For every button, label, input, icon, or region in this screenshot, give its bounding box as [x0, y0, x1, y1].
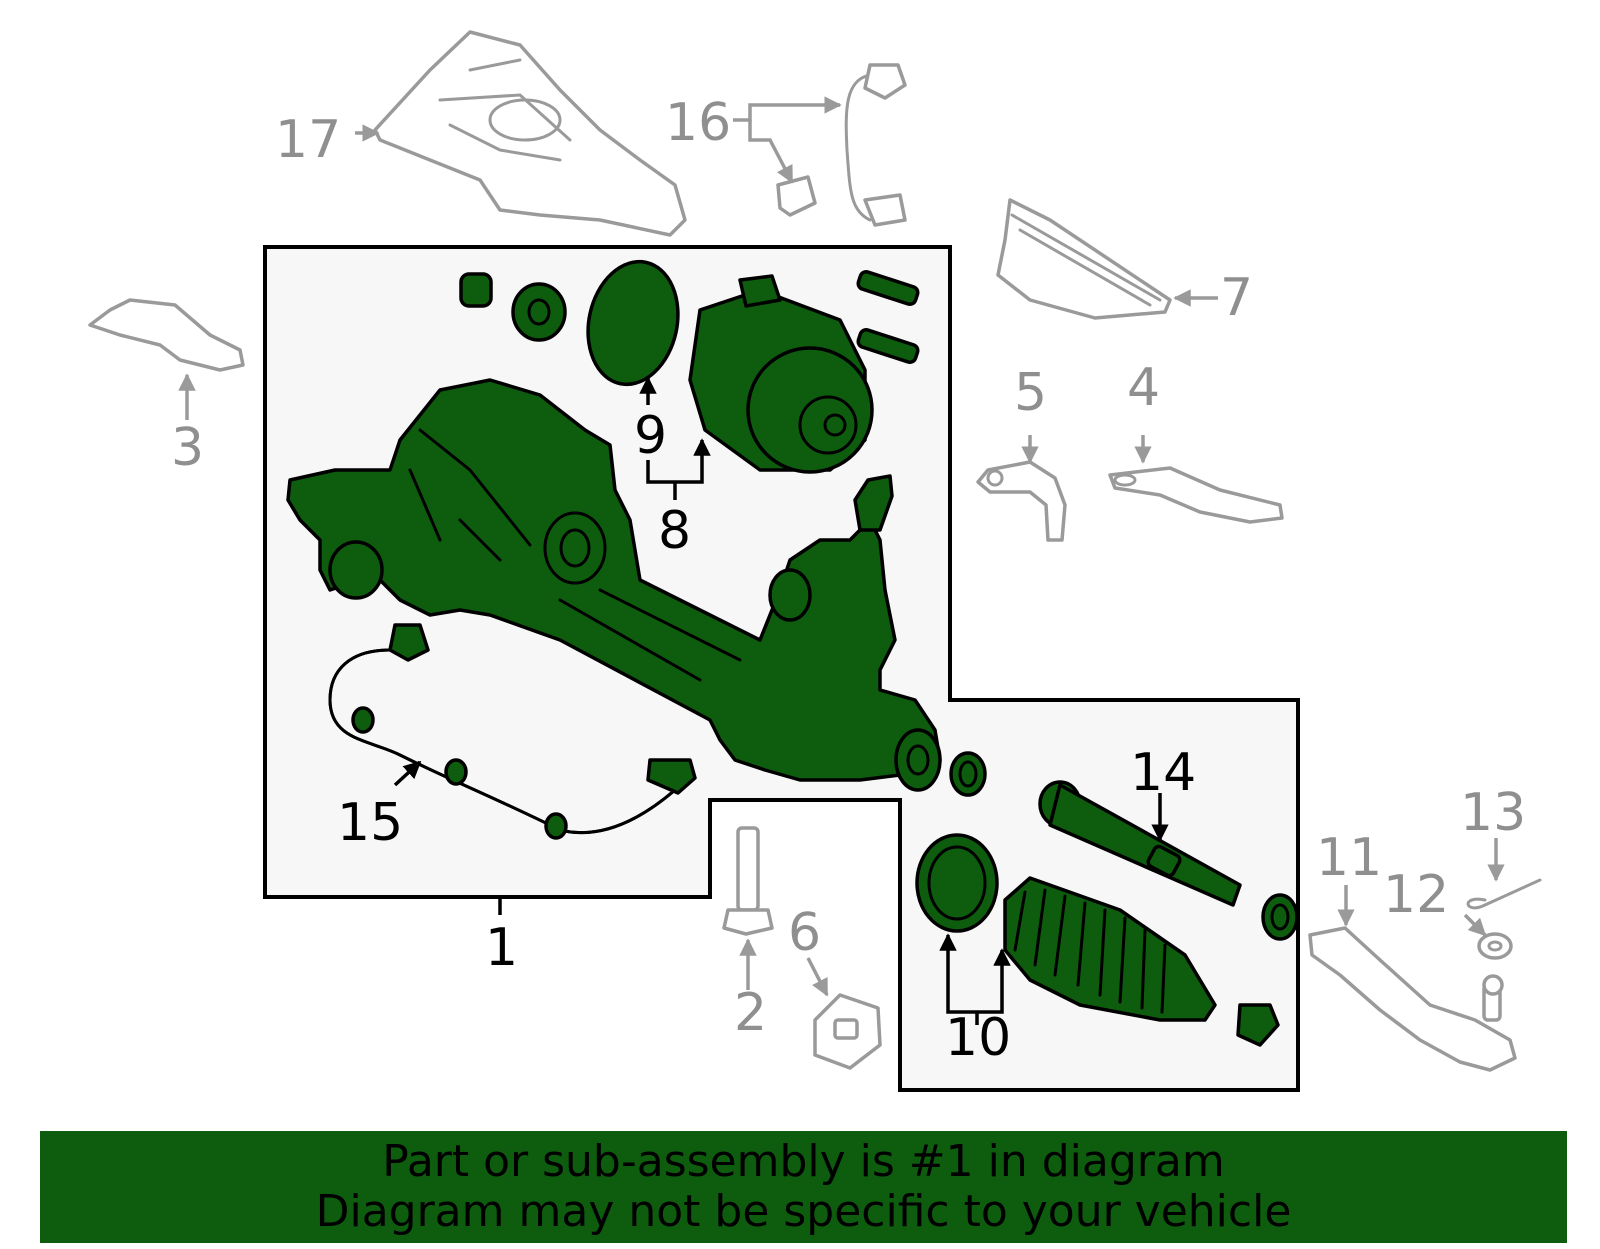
callout-16: 16 [665, 93, 731, 153]
callout-labels: 1 2 3 4 5 6 7 8 9 10 11 12 13 14 15 16 1… [171, 93, 1526, 1068]
callout-12: 12 [1383, 865, 1449, 925]
banner-line-2: Diagram may not be specific to your vehi… [315, 1186, 1292, 1237]
part-10-boot-kit [915, 751, 1299, 1047]
part-6-mount [813, 993, 882, 1070]
callout-17: 17 [275, 110, 341, 170]
callout-15: 15 [337, 793, 403, 853]
part-12-nut [1477, 932, 1513, 960]
disclaimer-banner: Part or sub-assembly is #1 in diagram Di… [40, 1131, 1567, 1243]
callout-5: 5 [1014, 363, 1047, 423]
leader-lines [178, 96, 1505, 1025]
callout-3: 3 [171, 418, 204, 478]
part-14-inner-tie-rod [1038, 780, 1242, 907]
part-1-steering-rack [286, 378, 942, 792]
callout-6: 6 [788, 903, 821, 963]
callout-13: 13 [1460, 783, 1526, 843]
part-17-splash-shield [373, 30, 687, 237]
banner-line-1: Part or sub-assembly is #1 in diagram [382, 1136, 1225, 1187]
part-2-bolt [722, 826, 774, 936]
callout-8: 8 [658, 501, 691, 561]
callout-2: 2 [734, 983, 767, 1043]
part-9-seal [459, 259, 680, 387]
part-7-heat-shield [996, 198, 1172, 320]
callout-7: 7 [1220, 268, 1253, 328]
callout-11: 11 [1316, 828, 1382, 888]
callout-9: 9 [634, 406, 667, 466]
part-15-harness [328, 623, 697, 840]
part-4-bracket [1108, 466, 1284, 524]
callout-10: 10 [945, 1008, 1011, 1068]
callout-1: 1 [485, 918, 518, 978]
part-5-bracket [976, 460, 1067, 542]
callout-14: 14 [1130, 743, 1196, 803]
callout-4: 4 [1127, 358, 1160, 418]
part-11-tie-rod-end [1308, 926, 1517, 1072]
part-8-motor [688, 269, 920, 474]
part-13-cotter-pin [1466, 878, 1542, 910]
part-3-bracket [88, 298, 245, 372]
part-16-hose [776, 63, 907, 227]
